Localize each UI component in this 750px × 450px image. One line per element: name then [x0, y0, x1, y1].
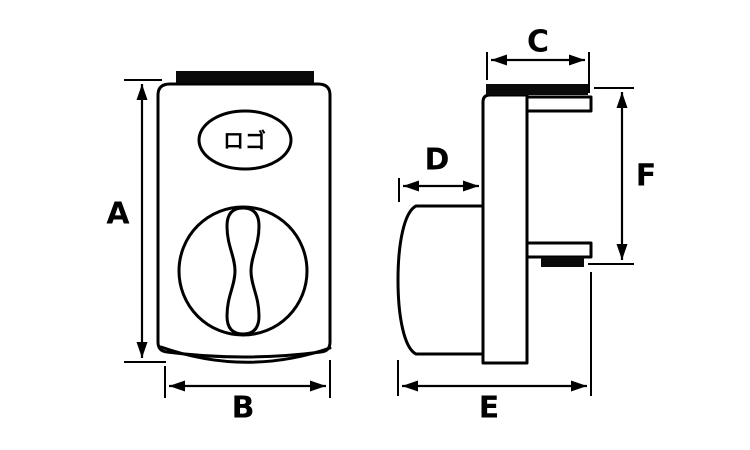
front-bottom-lip-curve [159, 345, 332, 364]
dim-label-c: C [527, 25, 549, 60]
front-top-black-strip [176, 71, 314, 83]
dim-label-e: E [479, 391, 500, 426]
side-knob-profile [396, 204, 485, 356]
side-top-black-strip [486, 84, 588, 95]
front-view: ロゴ [156, 71, 332, 364]
side-view [396, 84, 593, 365]
logo-ellipse [197, 109, 293, 171]
side-middle-flange [525, 241, 593, 259]
thumbturn-keyhole-shape [225, 206, 261, 336]
front-body-outline [156, 82, 332, 359]
dim-label-b: B [232, 391, 255, 426]
logo-text: ロゴ [223, 129, 267, 153]
dimensions: A B C D F E [106, 25, 656, 426]
dim-label-d: D [425, 143, 450, 178]
side-top-flange [525, 95, 593, 113]
dim-label-f: F [636, 159, 657, 194]
dim-label-a: A [106, 197, 130, 232]
side-flange-black-pad [541, 257, 584, 267]
side-plate-outline [481, 93, 529, 365]
